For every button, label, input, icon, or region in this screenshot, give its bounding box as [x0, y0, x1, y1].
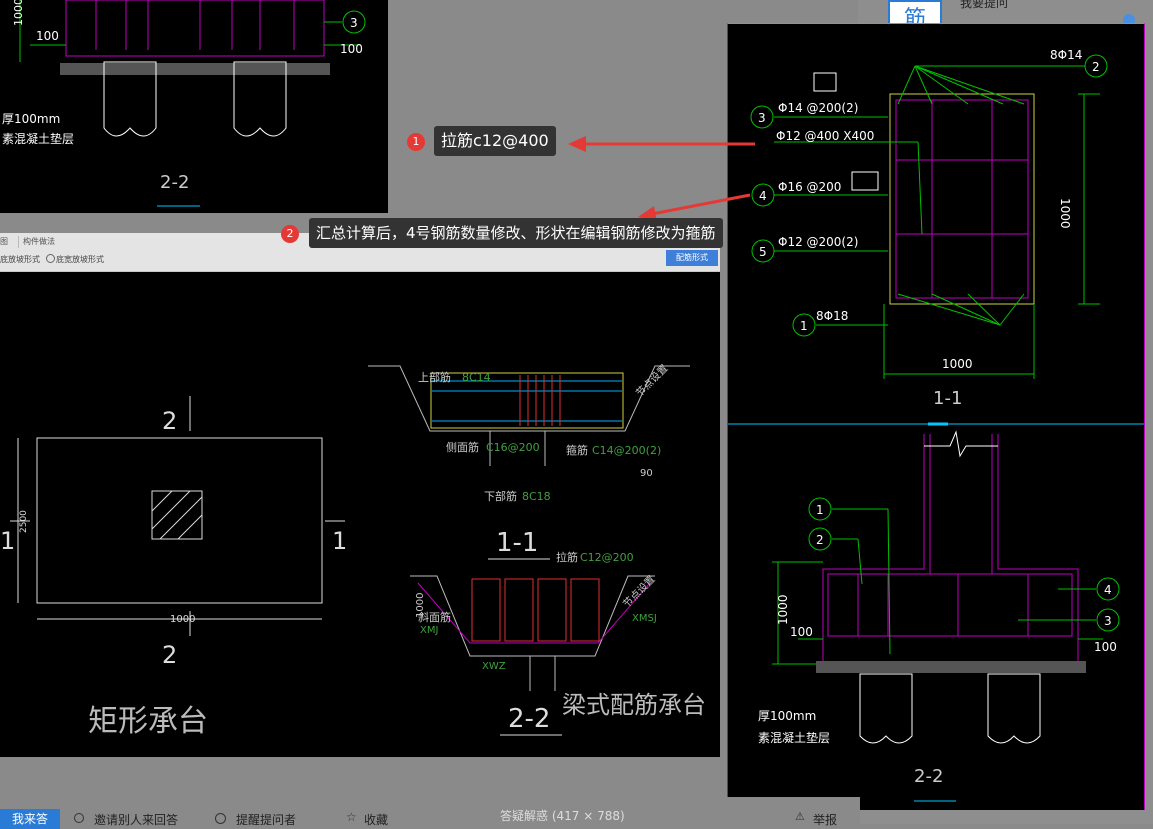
rebar-note-5: Φ12 @200(2) — [778, 235, 858, 249]
section-1-1-label: 1-1 — [496, 528, 538, 558]
bottom-bar-value: 8C18 — [522, 490, 551, 503]
cad-drawing-top-left: 1000 100 100 3 厚100mm 素混凝土垫层 2-2 — [0, 0, 388, 213]
cad-canvas-mid: 2 2 1 1 2500 1000 矩形承台 上部筋 8C14 侧面筋 C16@… — [0, 362, 706, 739]
dim-100-right: 100 — [340, 42, 363, 56]
dim-1000-vertical: 1000 — [12, 0, 25, 26]
circle-label-3-top: 3 — [758, 111, 766, 125]
star-icon: ☆ — [346, 810, 357, 824]
circle-label-3: 3 — [350, 16, 358, 30]
rebar-note-4: Φ16 @200 — [778, 180, 841, 194]
dim-100-right-2-2: 100 — [1094, 640, 1117, 654]
xmj-label: XMJ — [420, 625, 438, 636]
circle-label-4-b: 4 — [1104, 583, 1112, 597]
callout-badge-1: 1 — [407, 133, 425, 151]
tie-value: C12@200 — [580, 551, 634, 564]
beam-cap-rebar-frame-1 — [430, 372, 624, 429]
section-mark-top: 2 — [162, 407, 177, 435]
report-link[interactable]: 举报 — [813, 813, 838, 827]
tie-label: 拉筋 — [556, 550, 578, 564]
callout-2: 汇总计算后，4号钢筋数量修改、形状在编辑钢筋修改为箍筋 — [309, 218, 723, 248]
beam-cap-title: 梁式配筋承台 — [562, 691, 706, 719]
section-mark-left: 1 — [0, 527, 15, 555]
top-bar-value: 8C14 — [462, 371, 491, 384]
rebar-note-tie: Φ12 @400 X400 — [776, 129, 874, 143]
slope-bar-label: 斜面筋 — [418, 610, 451, 624]
ask-question-link[interactable]: 我要提问 — [960, 0, 1009, 10]
image-caption: 答疑解惑 (417 × 788) — [500, 809, 625, 823]
answer-button[interactable]: 我来答 — [0, 809, 60, 829]
circle-label-4: 4 — [759, 189, 767, 203]
cap-outline — [65, 0, 325, 57]
dim-2500: 2500 — [19, 510, 29, 533]
bottom-bar-label: 下部筋 — [484, 489, 517, 503]
rect-cap-outline — [36, 437, 323, 604]
dim-1000-rect: 1000 — [170, 614, 195, 625]
dim-100-left-2-2: 100 — [790, 625, 813, 639]
circle-label-2-b: 2 — [816, 533, 824, 547]
column-section — [151, 490, 203, 540]
top-bar-label: 上部筋 — [418, 370, 451, 384]
section-1-1-outline — [889, 93, 1035, 305]
pile-right — [233, 61, 287, 137]
side-bar-label: 侧面筋 — [446, 440, 479, 454]
angle-90: 90 — [640, 468, 653, 479]
radio-bottom-width-slope[interactable]: 底宽放坡形式 — [56, 255, 104, 264]
dim-100-left: 100 — [36, 29, 59, 43]
remind-link[interactable]: 提醒提问者 — [236, 813, 297, 827]
section-2-2-beam-label: 2-2 — [508, 704, 550, 734]
stirrup-value: C14@200(2) — [592, 444, 661, 457]
pad-material-text-2: 素混凝土垫层 — [758, 730, 830, 745]
pile-left — [103, 61, 157, 137]
warning-icon: ⚠ — [795, 811, 805, 823]
arrow-head-1-icon — [568, 136, 586, 152]
section-2-2-right-label: 2-2 — [914, 766, 943, 787]
dim-1000-side: 1000 — [1058, 198, 1072, 229]
reinforcement-form-button[interactable]: 配筋形式 — [666, 250, 718, 266]
radio-bottom-slope[interactable]: 底放坡形式 — [0, 255, 40, 264]
invite-link[interactable]: 邀请别人来回答 — [94, 813, 179, 827]
pad-thickness-text-2: 厚100mm — [758, 709, 816, 723]
rebar-note-3: Φ14 @200(2) — [778, 101, 858, 115]
side-bar-value: C16@200 — [486, 441, 540, 454]
stirrup-label: 箍筋 — [566, 443, 588, 457]
person-icon — [74, 813, 84, 823]
dim-1000-bottom: 1000 — [942, 357, 973, 371]
circle-label-5: 5 — [759, 245, 767, 259]
cad-drawing-right: 8Φ14 Φ14 @200(2) Φ12 @400 X400 Φ16 @200 … — [727, 23, 1145, 810]
section-mark-bottom: 2 — [162, 641, 177, 669]
rebar-note-8phi14: 8Φ14 — [1050, 48, 1082, 62]
cad-canvas-right: 8Φ14 Φ14 @200(2) Φ12 @400 X400 Φ16 @200 … — [728, 48, 1144, 802]
circle-label-1-b: 1 — [816, 503, 824, 517]
dim-1000-beam: 1000 — [415, 593, 426, 618]
callout-arrows — [568, 136, 755, 222]
rebar-note-8phi18: 8Φ18 — [816, 309, 848, 323]
circle-marker-3 — [342, 10, 366, 34]
software-panel: 图 构件做法 底放坡形式 底宽放坡形式 配筋形式 2 2 1 1 2500 10… — [0, 233, 720, 757]
callout-badge-2: 2 — [281, 225, 299, 243]
circle-label-1: 1 — [800, 319, 808, 333]
node-setting-1[interactable]: 节点设置 — [634, 362, 671, 399]
section-1-1-right-label: 1-1 — [933, 388, 962, 409]
remind-icon — [215, 813, 226, 824]
xmsj-label: XMSJ — [632, 613, 657, 624]
callout-1: 拉筋c12@400 — [434, 126, 556, 156]
radio-circle-icon[interactable] — [46, 254, 55, 263]
bottom-action-bar: 我来答 邀请别人来回答 提醒提问者 ☆ 收藏 答疑解惑 (417 × 788) … — [0, 797, 860, 829]
pad-material-text: 素混凝土垫层 — [2, 131, 74, 146]
rect-cap-title: 矩形承台 — [88, 704, 208, 739]
section-2-2-label: 2-2 — [160, 172, 189, 193]
cushion-layer — [60, 63, 330, 75]
circle-label-3-b: 3 — [1104, 614, 1112, 628]
beam-cap-outline-1 — [368, 365, 690, 432]
section-mark-right: 1 — [332, 527, 347, 555]
beam-cap-outline-2 — [410, 575, 655, 657]
xwz-label: XWZ — [482, 661, 506, 672]
cad-canvas-top-left: 1000 100 100 3 厚100mm 素混凝土垫层 2-2 — [2, 0, 366, 207]
favorite-link[interactable]: 收藏 — [364, 813, 389, 827]
tab-component-method[interactable]: 构件做法 — [18, 236, 55, 248]
dim-1000-2-2: 1000 — [776, 594, 790, 625]
circle-label-2: 2 — [1092, 60, 1100, 74]
tab-drawing[interactable]: 图 — [0, 237, 8, 246]
pad-thickness-text: 厚100mm — [2, 112, 60, 126]
